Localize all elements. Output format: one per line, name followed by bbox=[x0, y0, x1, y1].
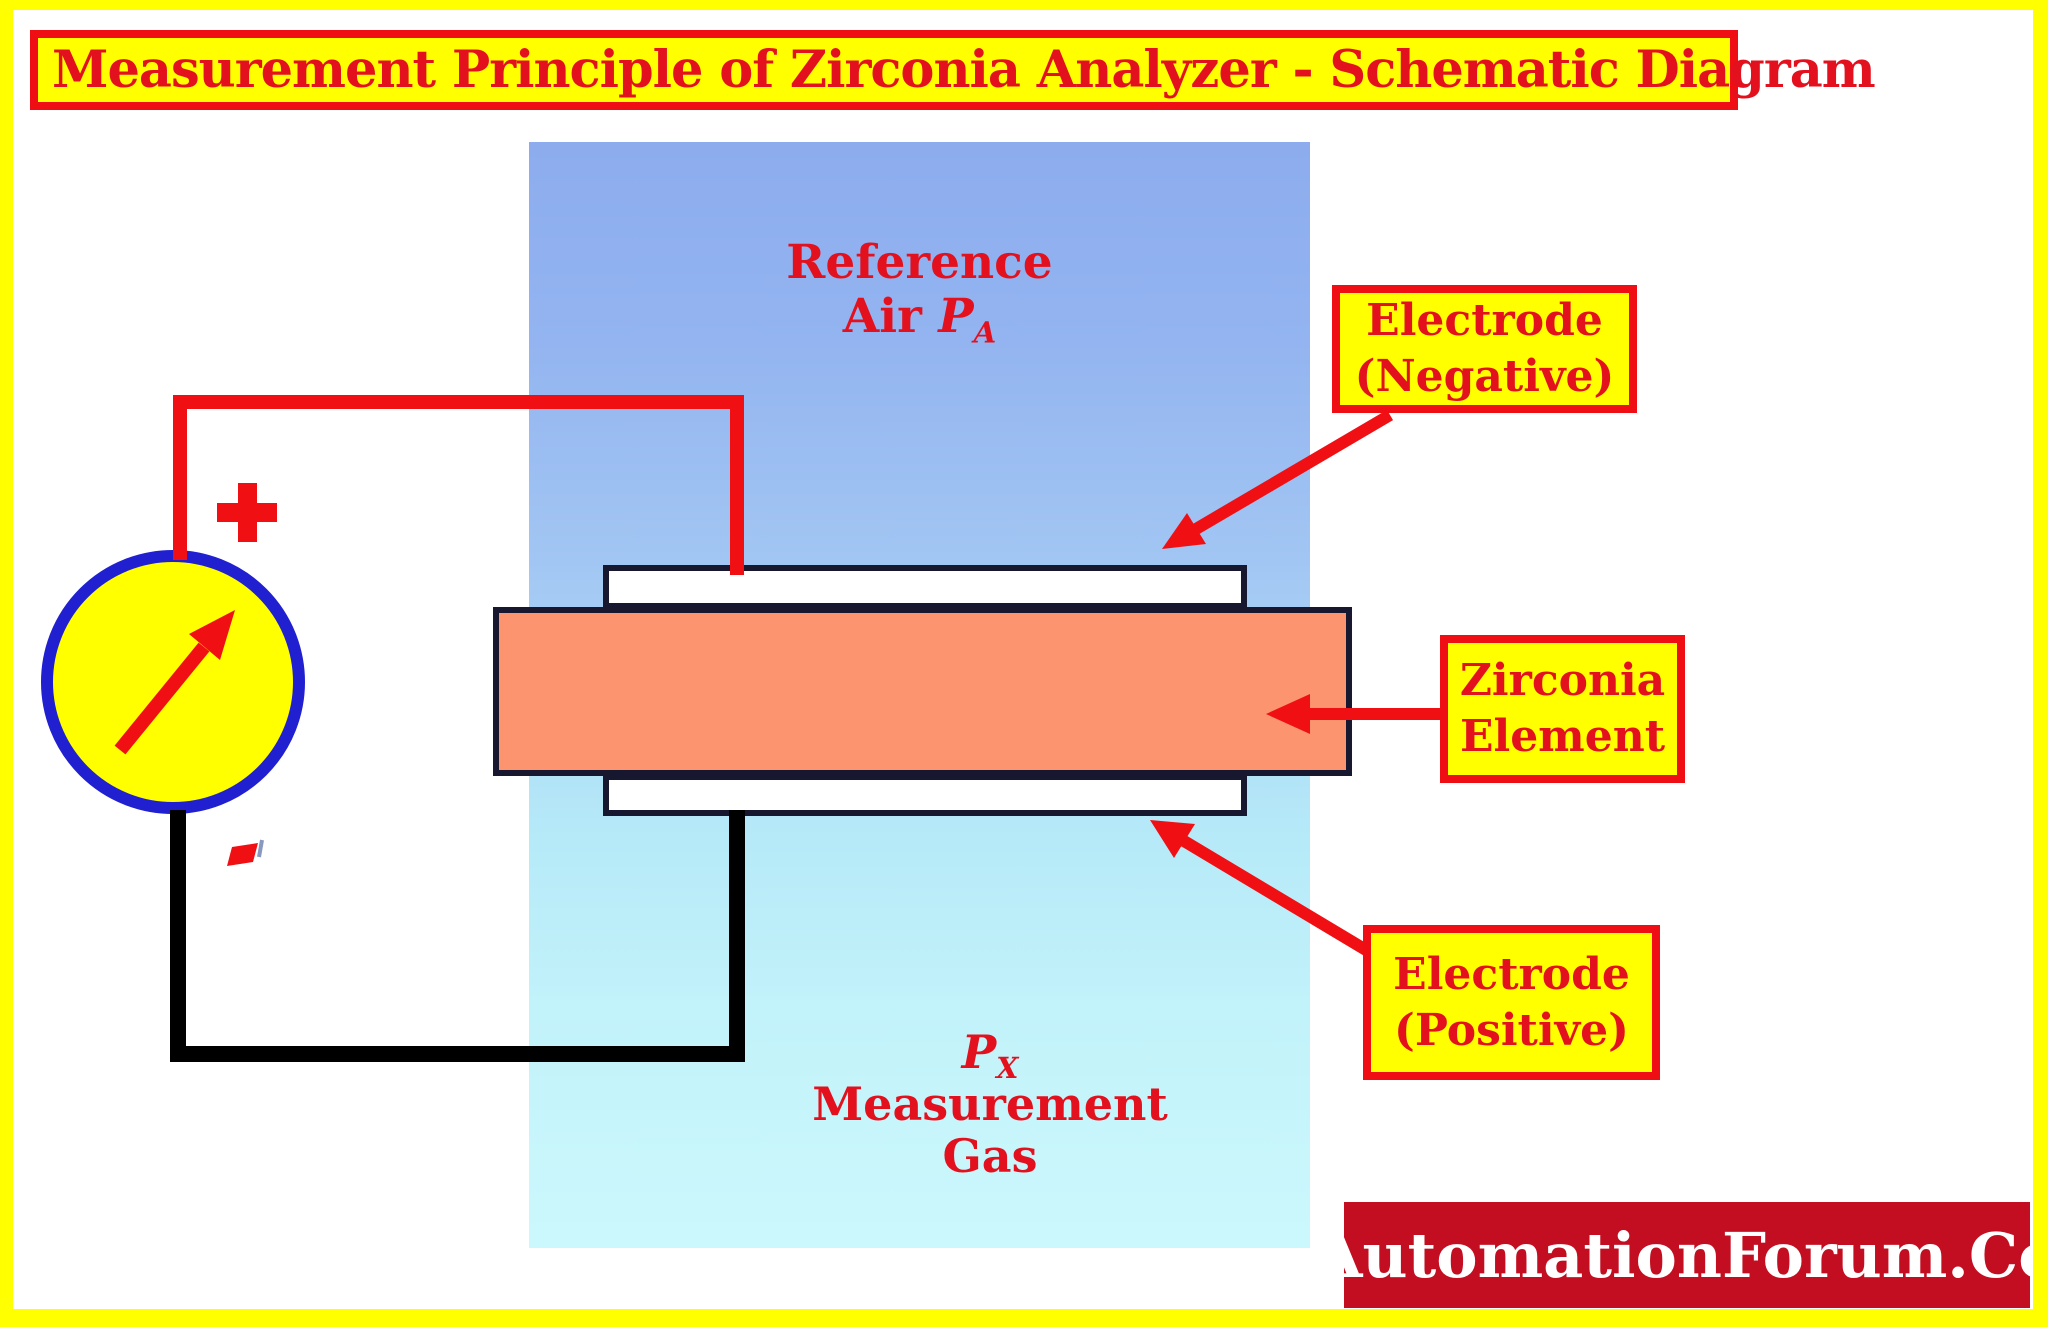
voltmeter-dial bbox=[41, 550, 305, 814]
reference-air-line1: Reference bbox=[786, 235, 1053, 290]
measurement-gas-line2: Measurement bbox=[812, 1077, 1168, 1131]
zirconia-element-line1: Zirconia bbox=[1459, 655, 1666, 706]
electrode-positive-line2: (Positive) bbox=[1394, 1004, 1629, 1056]
electrode-negative-line2: (Negative) bbox=[1354, 351, 1615, 402]
electrode-negative-line1: Electrode bbox=[1366, 295, 1603, 346]
zirconia-element-bar bbox=[493, 607, 1352, 776]
pressure-symbol-px: P bbox=[961, 1025, 997, 1079]
pressure-symbol-pa: P bbox=[938, 289, 974, 344]
watermark-text: AutomationForum.Co bbox=[1314, 1218, 2048, 1292]
positive-electrode-bar bbox=[603, 774, 1247, 816]
title-box: Measurement Principle of Zirconia Analyz… bbox=[30, 30, 1876, 110]
electrode-positive-callout: Electrode (Positive) bbox=[1363, 925, 1660, 1080]
reference-air-label: Reference Air PA bbox=[529, 235, 1310, 350]
page-title: Measurement Principle of Zirconia Analyz… bbox=[52, 40, 1876, 100]
meter-plus-sign bbox=[217, 483, 277, 542]
meter-minus-sign bbox=[227, 839, 264, 866]
measurement-gas-symbol-line: PX bbox=[961, 1025, 1019, 1086]
watermark-logo: AutomationForum.Co bbox=[1314, 1202, 2033, 1308]
electrode-positive-line1: Electrode bbox=[1393, 948, 1630, 1000]
reference-air-line2: Air PA bbox=[842, 289, 997, 350]
zirconia-element-line2: Element bbox=[1459, 711, 1666, 762]
measurement-gas-label: PX Measurement Gas bbox=[700, 1026, 1280, 1182]
electrode-negative-callout: Electrode (Negative) bbox=[1332, 285, 1637, 413]
negative-electrode-bar bbox=[603, 565, 1247, 609]
zirconia-element-callout: Zirconia Element bbox=[1440, 635, 1685, 783]
measurement-gas-line3: Gas bbox=[942, 1129, 1038, 1183]
